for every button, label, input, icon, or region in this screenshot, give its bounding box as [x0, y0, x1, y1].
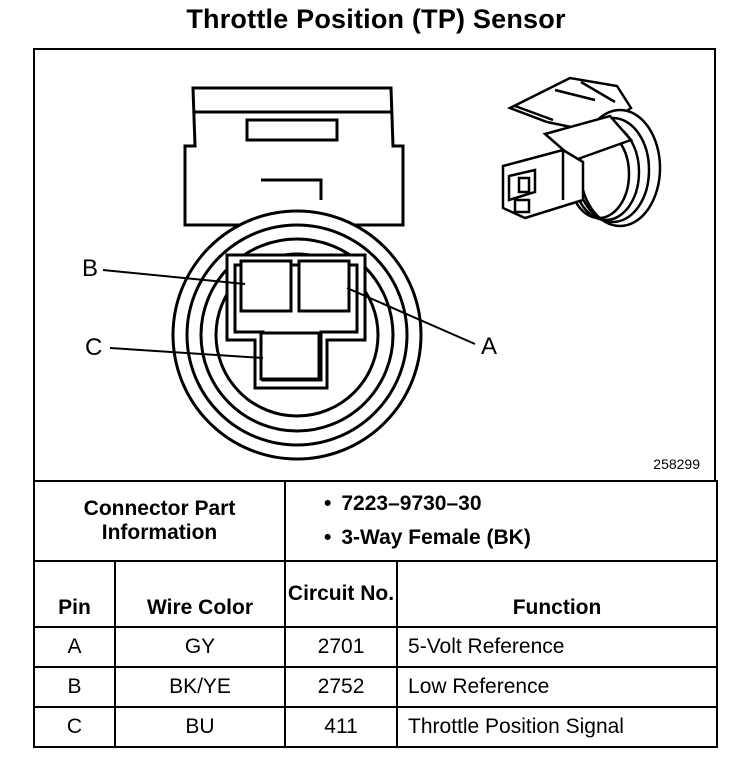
col-header-function: Function: [396, 560, 719, 628]
col-header-pin: Pin: [33, 560, 116, 628]
connector-part-details: 7223–9730–30 3-Way Female (BK): [284, 480, 719, 562]
part-type: 3-Way Female (BK): [324, 521, 716, 555]
circuit-cell: 411: [284, 706, 399, 748]
wire-color-cell: BK/YE: [113, 666, 287, 708]
pin-cell: A: [33, 626, 116, 668]
table-row: A GY 2701 5-Volt Reference: [33, 626, 719, 668]
pin-leader-lines: [102, 269, 476, 359]
function-cell: 5-Volt Reference: [396, 626, 719, 668]
connector-illustration: [102, 76, 662, 461]
wire-color-cell: BU: [113, 706, 287, 748]
function-cell: Low Reference: [396, 666, 719, 708]
leader-a: [346, 287, 476, 345]
leader-c: [109, 347, 264, 359]
pin-cell: B: [33, 666, 116, 708]
connector-info-row: Connector Part Information 7223–9730–30 …: [32, 480, 719, 562]
connector-info-table: Connector Part Information 7223–9730–30 …: [32, 480, 719, 748]
circuit-cell: 2752: [284, 666, 399, 708]
col-header-wire-color: Wire Color: [113, 560, 287, 628]
connector-diagram: B C A 258299: [33, 48, 716, 482]
circuit-cell: 2701: [284, 626, 399, 668]
function-cell: Throttle Position Signal: [396, 706, 719, 748]
leader-b: [102, 269, 246, 285]
col-header-circuit: Circuit No.: [284, 560, 399, 628]
connector-part-list: 7223–9730–30 3-Way Female (BK): [286, 487, 716, 555]
connector-perspective-view: [501, 76, 662, 228]
connector-part-header: Connector Part Information: [32, 480, 287, 562]
pin-label-a: A: [481, 333, 498, 360]
figure-number: 258299: [653, 456, 700, 472]
connector-front-view: [171, 86, 423, 461]
table-row: B BK/YE 2752 Low Reference: [33, 666, 719, 708]
wire-color-cell: GY: [113, 626, 287, 668]
page-title: Throttle Position (TP) Sensor: [186, 4, 566, 34]
table-row: C BU 411 Throttle Position Signal: [33, 706, 719, 748]
pin-cell: C: [33, 706, 116, 748]
table-header-row: Pin Wire Color Circuit No. Function: [33, 560, 719, 628]
pin-label-c: C: [85, 334, 103, 361]
part-number: 7223–9730–30: [324, 487, 716, 521]
pin-label-b: B: [82, 255, 99, 282]
